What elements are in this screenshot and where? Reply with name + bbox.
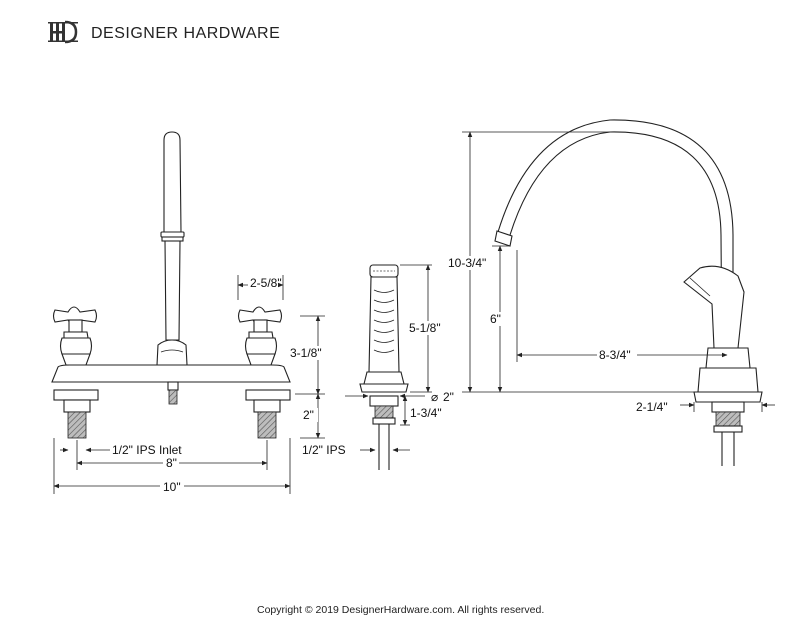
side-view: 10-3/4" 6" 8-3/4" 2-1/4" [447,119,775,466]
handle-spacing-label: 2-5/8" [250,276,282,290]
brand-name: DESIGNER HARDWARE [91,25,280,42]
front-view: 2-5/8" 3-1/8" 2" 1/2" IPS Inlet 8" 10" [51,131,331,494]
sprayer-hole-label: 2" [443,390,454,404]
spout-reach-label: 8-3/4" [599,348,631,362]
base-width-label: 2-1/4" [636,400,668,414]
deck-height-label: 2" [303,408,314,422]
brand-logo: DESIGNER HARDWARE [48,20,280,44]
overall-width-label: 10" [163,480,181,494]
center-spacing-label: 8" [166,456,177,470]
inlet-label: 1/2" IPS Inlet [112,443,182,457]
sprayer-thread-label: 1/2" IPS [302,443,346,457]
overall-height-label: 10-3/4" [448,256,486,270]
designer-hardware-logo [48,20,78,44]
spout-height-label: 6" [490,312,501,326]
sprayer-view: 5-1/8" ⌀ 2" 1-3/4" 1/2" IPS [302,264,454,470]
sprayer-hole-symbol: ⌀ [431,390,438,404]
sprayer-shank-label: 1-3/4" [410,406,442,420]
right-cross-handle [237,306,283,366]
sprayer-height-label: 5-1/8" [409,321,441,335]
handle-height-label: 3-1/8" [290,346,322,360]
left-cross-handle [52,306,98,366]
copyright-text: Copyright © 2019 DesignerHardware.com. A… [257,604,544,616]
